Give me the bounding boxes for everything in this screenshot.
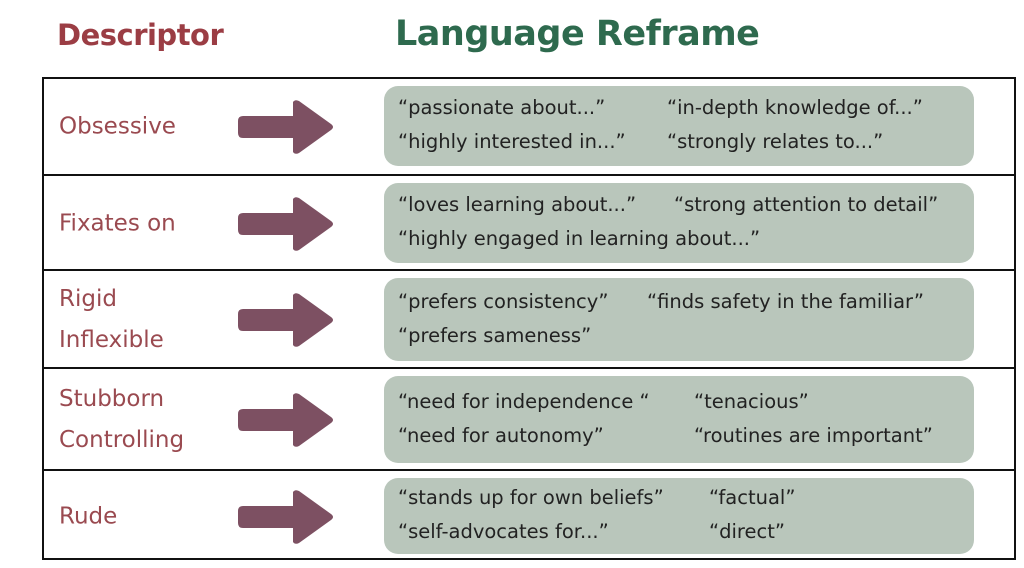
descriptor-text: Fixates on xyxy=(59,210,176,236)
reframe-phrase: “tenacious” xyxy=(694,389,809,413)
table-row: Obsessive “passionate about...” “in-depth … xyxy=(44,79,1014,174)
reframe-box: “need for independence “ “tenacious” “need… xyxy=(384,376,974,463)
descriptor-cell: Rude xyxy=(59,496,117,537)
reframe-phrase: “need for independence “ xyxy=(398,389,650,413)
reframe-phrase: “stands up for own beliefs” xyxy=(398,486,664,509)
reframe-table: Obsessive “passionate about...” “in-depth … xyxy=(42,77,1016,560)
reframe-box: “passionate about...” “in-depth knowledge… xyxy=(384,86,974,166)
language-reframe-heading: Language Reframe xyxy=(395,14,760,54)
reframe-box: “prefers consistency” “finds safety in th… xyxy=(384,278,974,361)
reframe-box: “stands up for own beliefs” “factual” “sel… xyxy=(384,478,974,554)
reframe-phrase: “highly engaged in learning about...” xyxy=(398,227,761,250)
reframe-phrase: “highly interested in...” xyxy=(398,130,626,153)
reframe-phrase: “in-depth knowledge of...” xyxy=(667,96,923,119)
reframe-phrase: “prefers sameness” xyxy=(398,323,592,347)
reframe-phrase: “routines are important” xyxy=(694,423,933,447)
descriptor-text: Stubborn xyxy=(59,386,165,412)
descriptor-text: Rude xyxy=(59,503,118,529)
descriptor-text: Obsessive xyxy=(59,113,176,139)
reframe-phrase: “self-advocates for...” xyxy=(398,520,609,543)
descriptor-text: Inflexible xyxy=(59,327,164,353)
descriptor-heading: Descriptor xyxy=(57,18,224,52)
arrow-right-icon xyxy=(238,99,333,154)
reframe-phrase: “need for autonomy” xyxy=(398,423,604,447)
table-row: Rude “stands up for own beliefs” “factual”… xyxy=(44,469,1014,562)
descriptor-cell: Obsessive xyxy=(59,106,176,147)
reframe-box: “loves learning about...” “strong attenti… xyxy=(384,183,974,263)
reframe-phrase: “loves learning about...” xyxy=(398,193,637,216)
reframe-phrase: “factual” xyxy=(709,486,796,509)
reframe-phrase: “strong attention to detail” xyxy=(674,193,939,216)
descriptor-cell: Fixates on xyxy=(59,203,176,244)
reframe-phrase: “prefers consistency” xyxy=(398,289,609,313)
reframe-phrase: “passionate about...” xyxy=(398,96,606,119)
reframe-phrase: “direct” xyxy=(709,520,785,543)
table-row: Fixates on “loves learning about...” “stro… xyxy=(44,174,1014,271)
descriptor-text: Rigid xyxy=(59,286,117,312)
reframe-phrase: “finds safety in the familiar” xyxy=(647,289,924,313)
arrow-right-icon xyxy=(238,393,333,447)
arrow-right-icon xyxy=(238,293,333,347)
arrow-right-icon xyxy=(238,489,333,544)
arrow-right-icon xyxy=(238,196,333,251)
reframe-phrase: “strongly relates to...” xyxy=(667,130,884,153)
descriptor-text: Controlling xyxy=(59,427,185,453)
